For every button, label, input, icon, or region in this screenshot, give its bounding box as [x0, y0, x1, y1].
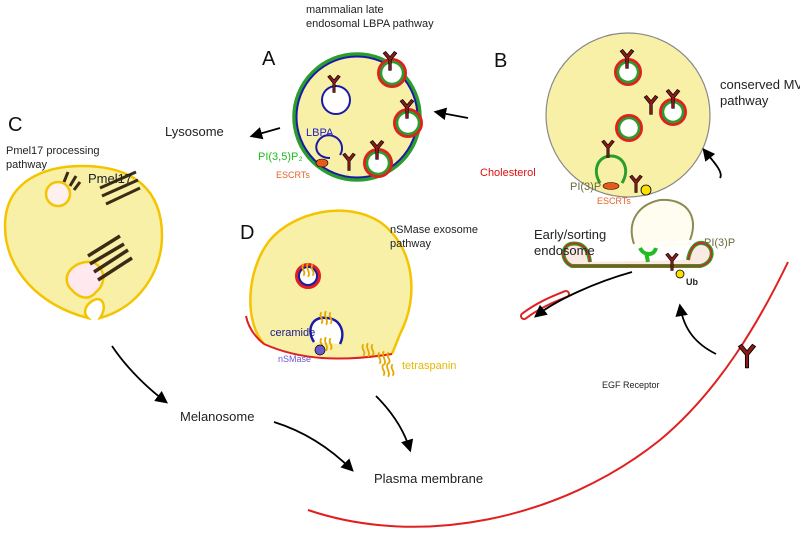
nsmase-icon	[314, 344, 326, 356]
escrt-a-icon	[315, 158, 329, 168]
cholesterol-label: Cholesterol	[480, 167, 536, 179]
panel-c-title-line2: pathway	[6, 159, 47, 171]
panel-b-letter: B	[494, 50, 508, 72]
ceramide-label: ceramide	[270, 327, 316, 339]
panel-c-letter: C	[8, 114, 23, 136]
early-sorting-endosome	[561, 198, 714, 279]
early-sorting-label-line2: endosome	[534, 243, 595, 258]
panel-c-cell	[3, 164, 164, 321]
early-sorting-label-line1: Early/sorting	[534, 227, 607, 242]
pmel17-label: Pmel17	[88, 171, 133, 186]
tetraspanin-label: tetraspanin	[402, 360, 457, 372]
panel-a-title-line1: mammalian late	[306, 4, 384, 16]
pi3p-b-label: PI(3)P	[570, 181, 602, 193]
panel-c-title-line1: Pmel17 processing	[6, 145, 100, 157]
plasma-membrane-line	[307, 261, 789, 528]
nsmase-label: nSMase	[278, 354, 312, 364]
escrt-b-icon	[602, 182, 620, 190]
pi3p-early-label: PI(3)P	[704, 237, 736, 249]
plasma-membrane-label: Plasma membrane	[374, 471, 484, 486]
ub-label: Ub	[686, 277, 698, 287]
panel-a-cell	[292, 51, 423, 182]
intraluminal-vesicles-b	[614, 49, 687, 142]
pathway-arrows	[111, 107, 722, 472]
lysosome-label: Lysosome	[165, 124, 224, 139]
panel-b-title-line2: pathway	[720, 93, 769, 108]
panel-d-title-line1: nSMase exosome	[390, 224, 479, 236]
melanosome-label: Melanosome	[180, 409, 255, 424]
panel-d-title-line2: pathway	[390, 238, 431, 250]
pi35p2-label: PI(3,5)P₂	[258, 151, 303, 163]
intraluminal-vesicles-a	[363, 51, 423, 178]
panel-d-cell	[245, 209, 413, 378]
panel-a-title-line2: endosomal LBPA pathway	[306, 18, 434, 30]
panel-b-cell	[545, 32, 711, 198]
escrts-a-label: ESCRTs	[276, 170, 310, 180]
panel-a-letter: A	[262, 48, 276, 70]
panel-d-letter: D	[240, 222, 255, 244]
lbpa-label: LBPA	[306, 127, 334, 139]
pi3p-b-icon	[640, 184, 652, 196]
panel-b-title-line1: conserved MVB	[720, 77, 800, 92]
escrts-b-label: ESCRTs	[597, 196, 631, 206]
egf-receptor-icon	[737, 343, 757, 369]
egf-receptor-label: EGF Receptor	[602, 380, 660, 390]
recycling-tubule	[520, 290, 570, 320]
